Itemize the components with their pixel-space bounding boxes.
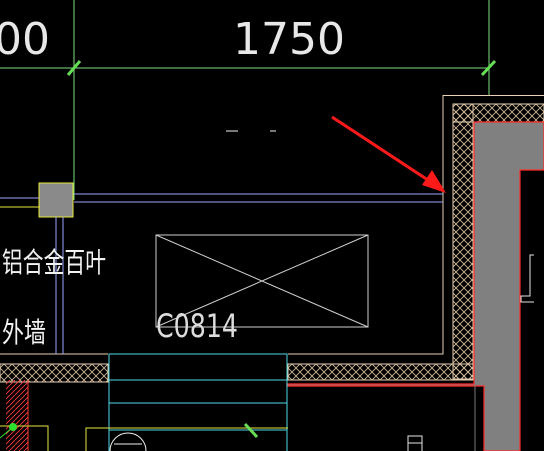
concrete-wall [286, 121, 544, 451]
red-arrow-annotation [331, 115, 446, 193]
insulation-top [452, 103, 544, 123]
bottom-yellow-frame-2 [85, 427, 288, 451]
window-tag-label: C0814 [156, 307, 238, 345]
bottom-tick [243, 422, 259, 439]
equipment-box [155, 234, 369, 328]
dimension-value-partial: 00 [0, 14, 50, 65]
insulation-vertical [452, 103, 474, 380]
insulation-bottom [0, 363, 109, 383]
fixture-circle-icon [109, 432, 147, 451]
insulation-bottom-right [287, 363, 474, 381]
dimension-value-main: 1750 [233, 14, 345, 65]
stair-block [108, 353, 288, 451]
column-block [38, 182, 74, 218]
label-exterior-wall: 外墙 [2, 316, 46, 349]
green-point-lead [0, 426, 14, 439]
room-inner-outline [288, 95, 444, 355]
dimension-tick-right [480, 59, 497, 77]
parapet-outline [443, 95, 544, 96]
right-detail-bracket [520, 254, 534, 303]
red-hatch-strip [6, 380, 28, 451]
label-aluminum-louver: 铝合金百叶 [2, 246, 106, 279]
equipment-box-diag-2 [155, 234, 369, 328]
dimension-tick-left [66, 60, 82, 76]
dimension-line-group [0, 0, 497, 200]
